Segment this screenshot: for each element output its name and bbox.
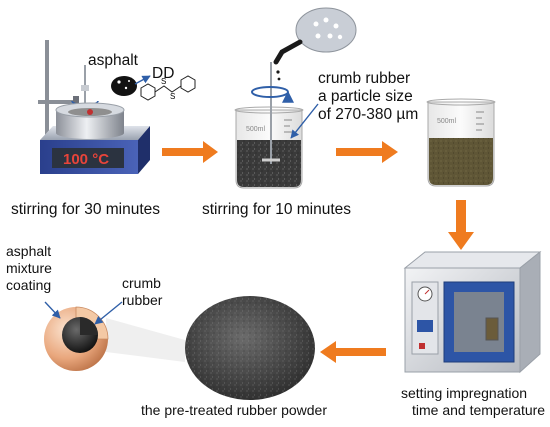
- particle-range-label: of 270-380 µm: [318, 106, 419, 123]
- rubber-powder-image: [185, 296, 315, 400]
- asphalt-label: asphalt: [88, 52, 138, 69]
- oven-caption-line2: time and temperature: [412, 402, 546, 418]
- hotplate-stirrer-icon: [38, 40, 150, 174]
- coating-label-line2: mixture: [6, 260, 52, 276]
- spoon-icon: [273, 7, 357, 81]
- core-label-line2: rubber: [122, 292, 163, 308]
- svg-text:S: S: [170, 92, 175, 101]
- flow-arrow-3: [448, 200, 474, 250]
- svg-text:S: S: [161, 77, 166, 86]
- crumb-rubber-pointer-arrow: [290, 103, 319, 139]
- asphalt-drop: [111, 76, 137, 96]
- coating-pointer-arrow: [44, 301, 61, 319]
- step1-caption: stirring for 30 minutes: [11, 201, 161, 218]
- dd-pointer-arrow: [134, 75, 151, 85]
- beaker-icon: [234, 62, 304, 189]
- flow-arrow-1: [162, 141, 218, 163]
- oven-icon: [403, 250, 542, 374]
- oven-caption-line1: setting impregnation: [401, 385, 528, 401]
- coating-label-line1: asphalt: [6, 243, 52, 259]
- dd-molecule: S S: [140, 75, 196, 101]
- crumb-rubber-label: crumb rubber: [318, 70, 411, 87]
- beaker-mark-2: 500ml: [437, 118, 457, 125]
- temperature-display: 100 °C: [63, 151, 109, 168]
- flow-arrow-2: [336, 141, 398, 163]
- powder-caption: the pre-treated rubber powder: [141, 402, 327, 418]
- beaker-mark-1: 500ml: [246, 126, 266, 133]
- flow-arrow-4: [320, 341, 386, 363]
- dd-label: DD: [152, 65, 175, 82]
- crumb-pointer-arrow: [94, 301, 123, 325]
- coating-label-line3: coating: [6, 277, 52, 293]
- sphere-icon: [44, 306, 185, 371]
- beaker-icon: [426, 98, 496, 187]
- particle-size-label: a particle size: [318, 88, 413, 105]
- step2-caption: stirring for 10 minutes: [202, 201, 352, 218]
- core-label-line1: crumb: [122, 275, 161, 291]
